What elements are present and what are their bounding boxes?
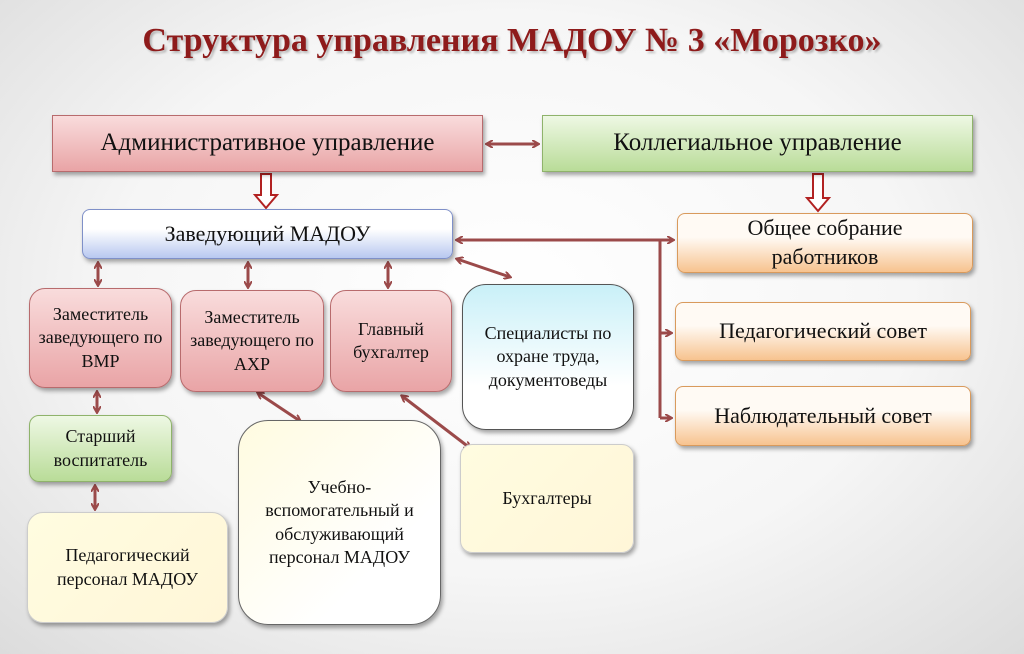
deputy-axr-box: Заместитель заведующего по АХР bbox=[180, 290, 324, 392]
admin-box: Административное управление bbox=[52, 115, 483, 172]
accountants-box: Бухгалтеры bbox=[460, 444, 634, 553]
head-box: Заведующий МАДОУ bbox=[82, 209, 453, 259]
arrow-accountant-accountants bbox=[402, 396, 470, 448]
deputy-vmr-box: Заместитель заведующего по ВМР bbox=[29, 288, 172, 388]
arrow-head-specialists bbox=[457, 259, 510, 277]
support-staff-box: Учебно-вспомогательный и обслуживающий п… bbox=[238, 420, 441, 625]
ped-staff-box: Педагогический персонал МАДОУ bbox=[27, 512, 228, 623]
page-title: Структура управления МАДОУ № 3 «Морозко» bbox=[142, 22, 882, 59]
supervisory-box: Наблюдательный совет bbox=[675, 386, 971, 446]
specialists-box: Специалисты по охране труда, документове… bbox=[462, 284, 634, 430]
ped-council-box: Педагогический совет bbox=[675, 302, 971, 361]
senior-teacher-box: Старший воспитатель bbox=[29, 415, 172, 482]
collegial-box: Коллегиальное управление bbox=[542, 115, 973, 172]
hollow-arrow-collegial-icon bbox=[804, 173, 832, 213]
arrow-axr-support bbox=[258, 393, 300, 421]
general-meeting-box: Общее собрание работников bbox=[677, 213, 973, 273]
hollow-arrow-admin-icon bbox=[252, 173, 280, 210]
chief-accountant-box: Главный бухгалтер bbox=[330, 290, 452, 392]
